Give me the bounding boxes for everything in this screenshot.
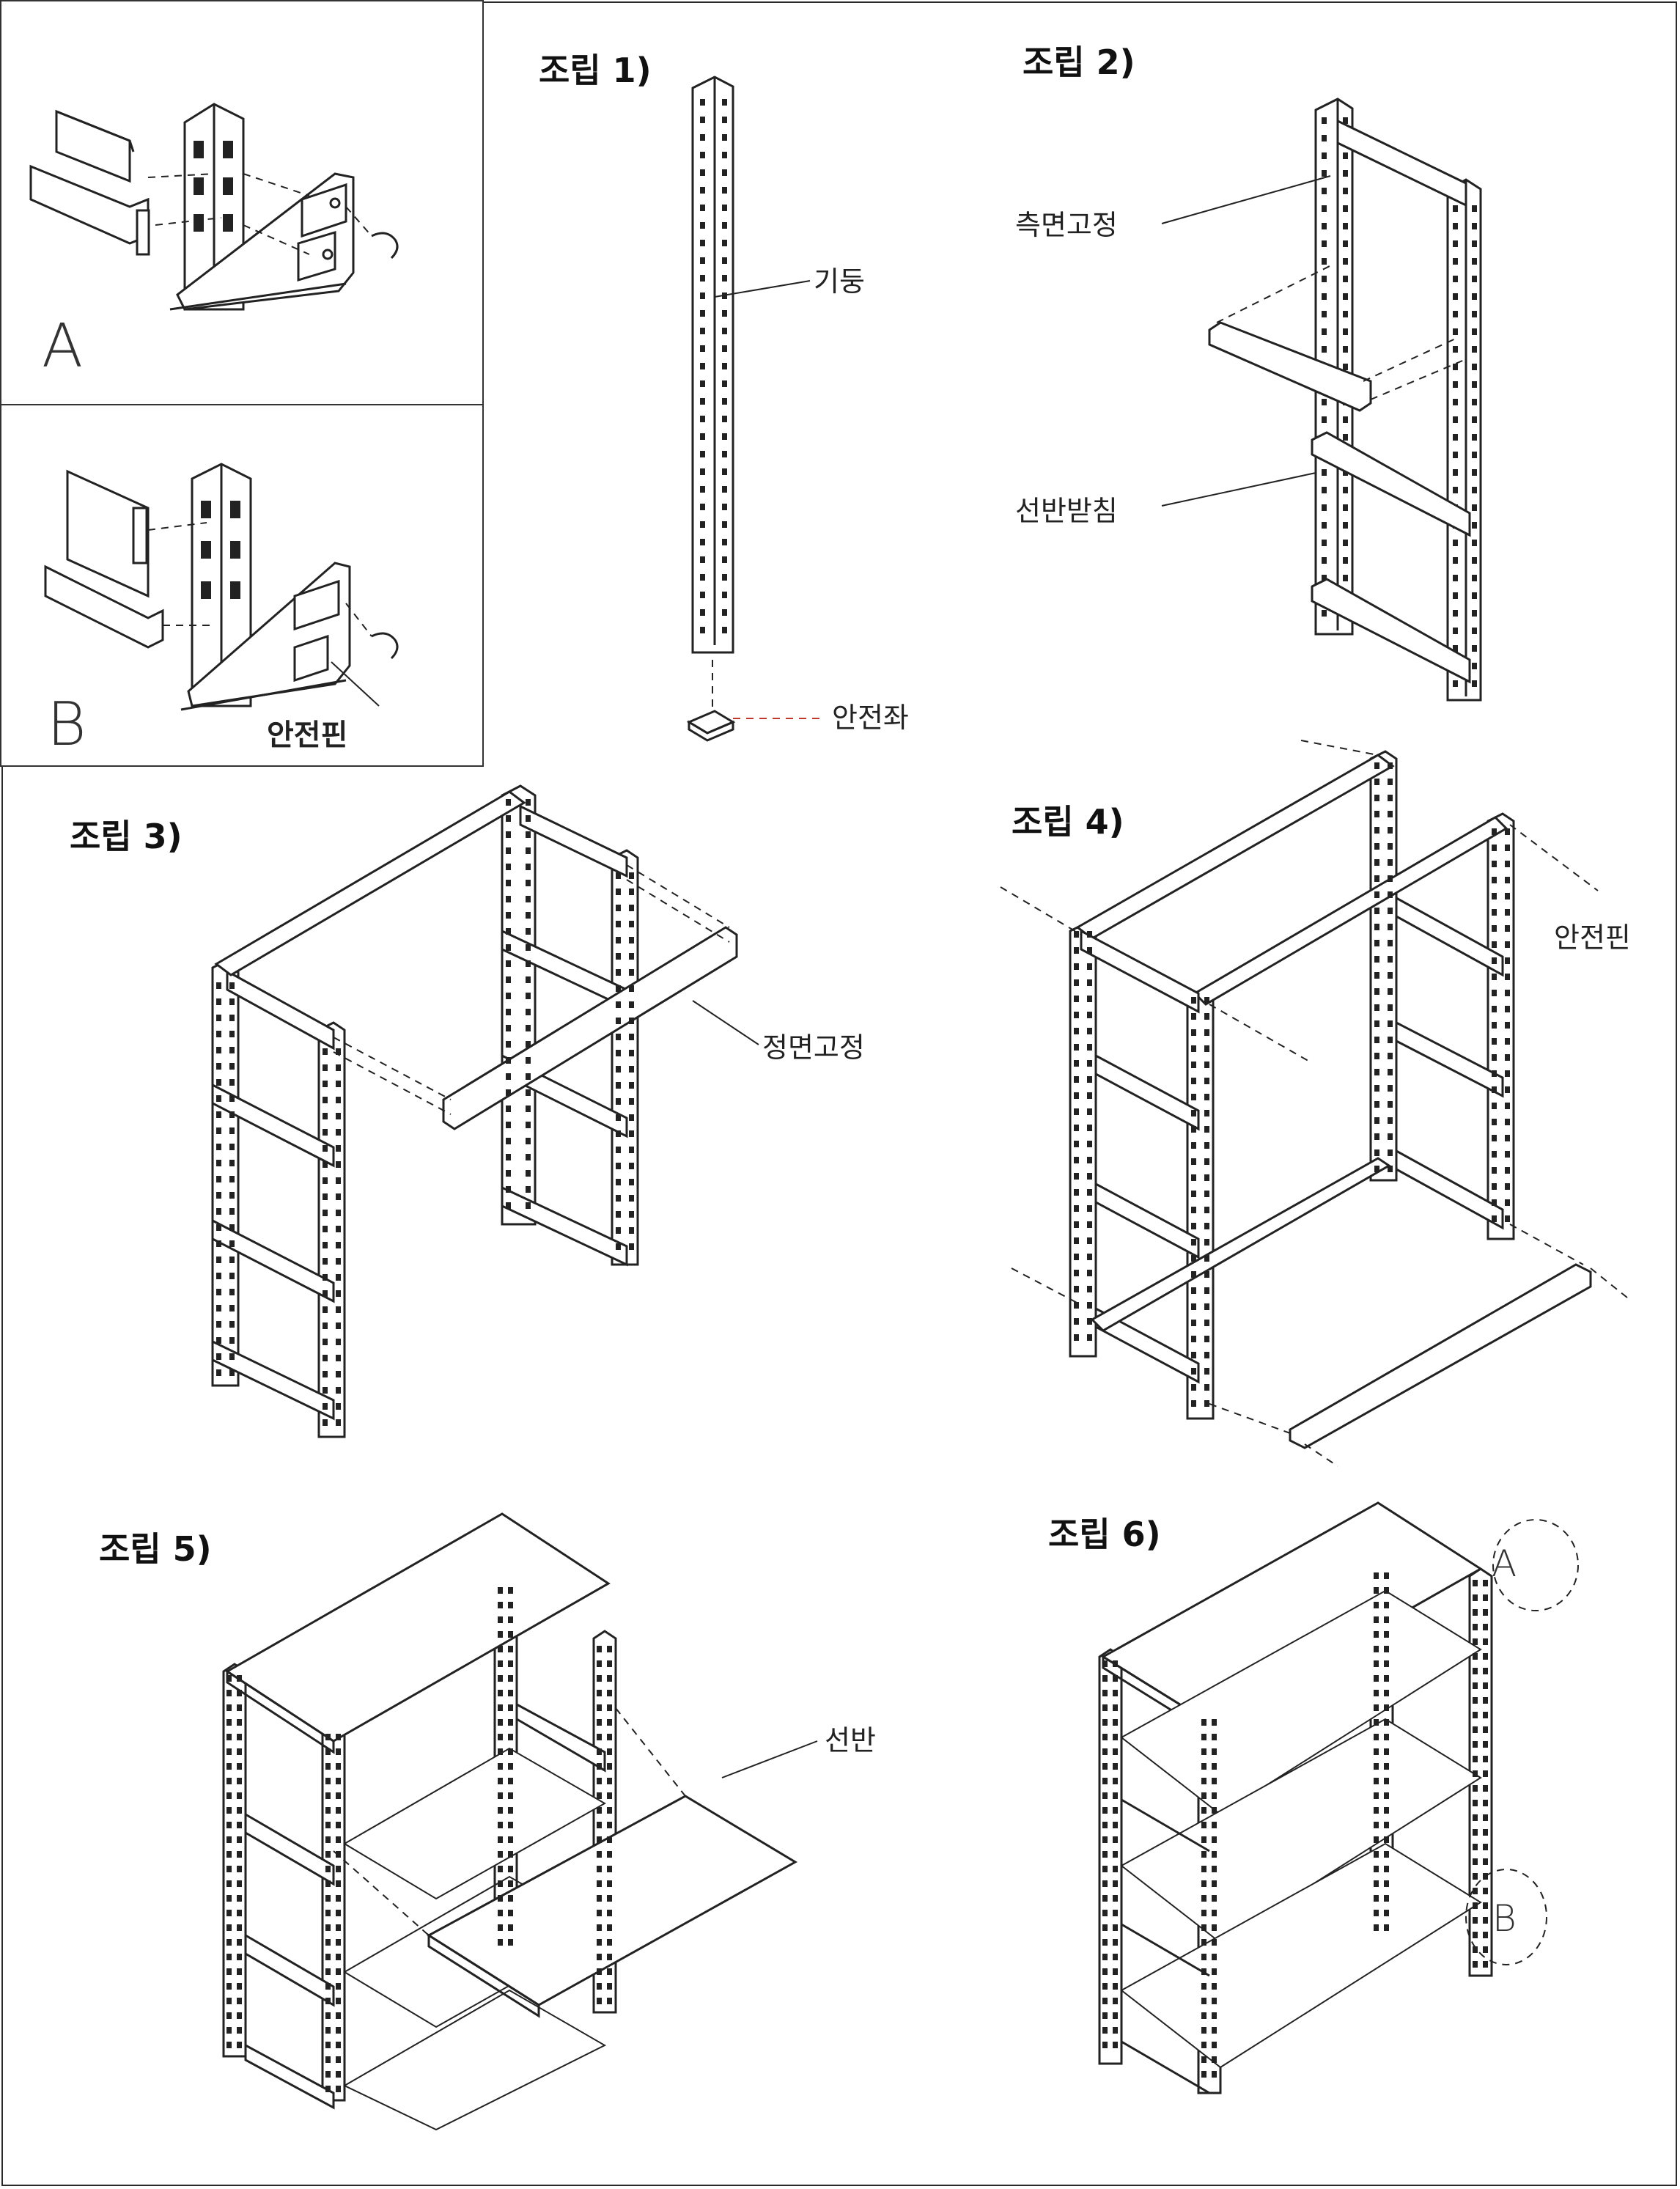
step-1-base-label: 안전좌 [832, 702, 909, 734]
step-6-callout-b: B [1492, 1897, 1517, 1940]
step-3-frame-drawing [211, 784, 738, 1438]
step-2-frame-drawing [1208, 98, 1482, 702]
step-1-title: 조립 1) [539, 51, 652, 90]
step-2-title: 조립 2) [1023, 43, 1135, 82]
step-3-title: 조립 3) [70, 817, 183, 856]
step-5-title: 조립 5) [99, 1529, 212, 1569]
step-2-support-leader [1161, 472, 1316, 507]
step-4-title: 조립 4) [1012, 802, 1124, 842]
step-2-support-label: 선반받침 [1015, 495, 1118, 527]
step-2-side-leader [1161, 175, 1331, 224]
step-5-shelf-leader [721, 1740, 818, 1778]
detail-b-drawing [44, 463, 399, 711]
detail-b-pin-label: 안전핀 [267, 718, 348, 752]
step-1-base-leader [733, 718, 821, 719]
step-4-frame-drawing [1000, 740, 1628, 1467]
step-2-side-label: 측면고정 [1015, 209, 1118, 241]
detail-a-drawing [29, 103, 399, 311]
step-6-title: 조립 6) [1048, 1515, 1161, 1554]
detail-b-letter: B [47, 690, 86, 759]
step-1-pillar-leader [714, 280, 811, 298]
step-6-finished-drawing [1098, 1501, 1579, 2094]
step-5-shelf-label: 선반 [825, 1724, 876, 1756]
step-6-callout-a: A [1492, 1542, 1517, 1585]
step-1-pillar-label: 기둥 [814, 265, 865, 298]
step-5-shelf-drawing [222, 1512, 797, 2131]
detail-inset-b: B 안전핀 [0, 404, 484, 767]
step-4-pin-label: 안전핀 [1554, 921, 1631, 954]
detail-inset-a: A [0, 0, 484, 405]
step-3-front-leader [692, 1000, 759, 1045]
step-1-pillar-drawing [686, 76, 736, 742]
detail-a-letter: A [42, 312, 84, 381]
step-3-front-label: 정면고정 [762, 1031, 865, 1064]
